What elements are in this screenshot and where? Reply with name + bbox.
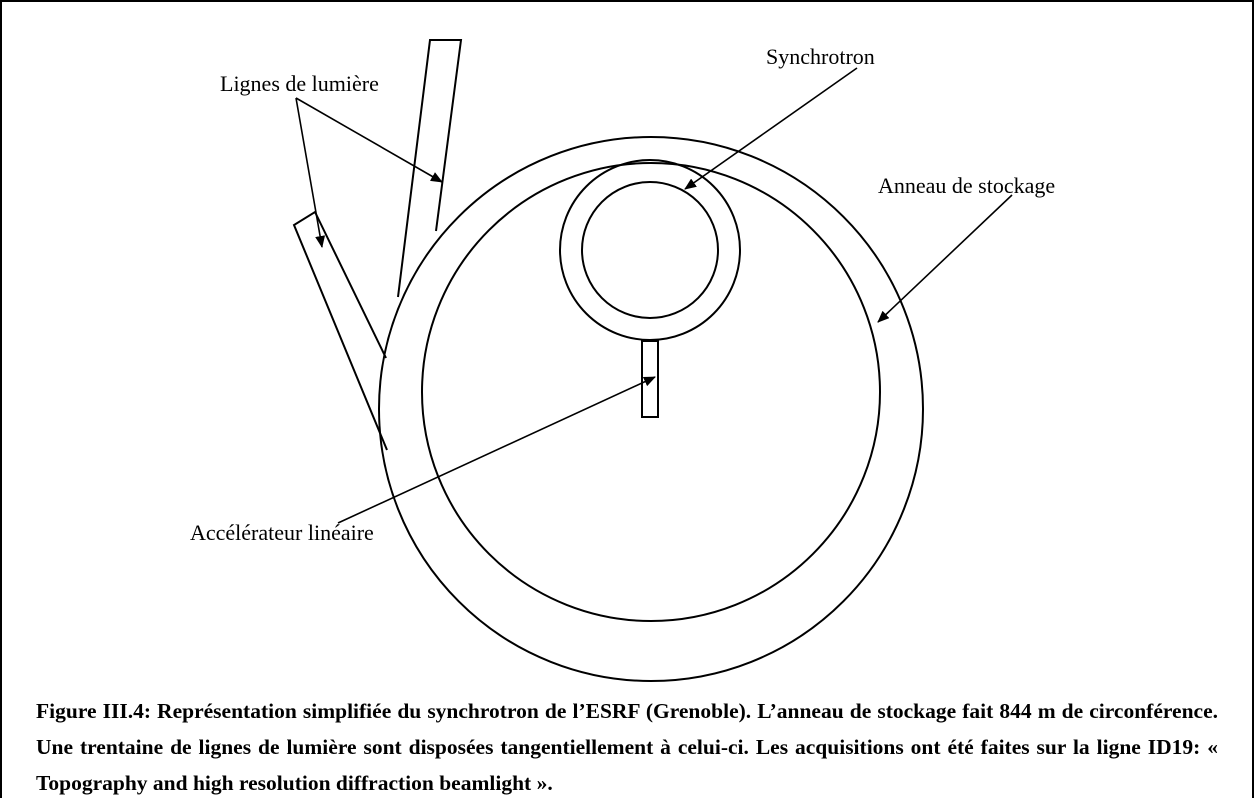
beamline-upper xyxy=(397,39,463,298)
storage-ring-inner xyxy=(421,162,881,622)
arrow-anneau xyxy=(877,194,1013,323)
arrow-lignes-to-upper xyxy=(295,97,443,183)
synchrotron-inner xyxy=(581,181,719,319)
label-accelerateur-lineaire: Accélérateur linéaire xyxy=(190,520,374,545)
arrow-synchrotron xyxy=(684,67,858,190)
figure-caption: Figure III.4: Représentation simplifiée … xyxy=(36,699,1218,795)
arrow-accelerateur xyxy=(337,376,656,524)
label-anneau-de-stockage: Anneau de stockage xyxy=(878,173,1056,198)
storage-ring-outer xyxy=(378,136,924,682)
synchrotron-outer xyxy=(559,159,741,341)
label-lignes-de-lumiere: Lignes de lumière xyxy=(220,71,379,96)
esrf-diagram xyxy=(292,39,1013,682)
beamline-lower xyxy=(292,210,388,451)
arrow-lignes-to-lower xyxy=(295,97,326,248)
label-synchrotron: Synchrotron xyxy=(766,44,875,69)
